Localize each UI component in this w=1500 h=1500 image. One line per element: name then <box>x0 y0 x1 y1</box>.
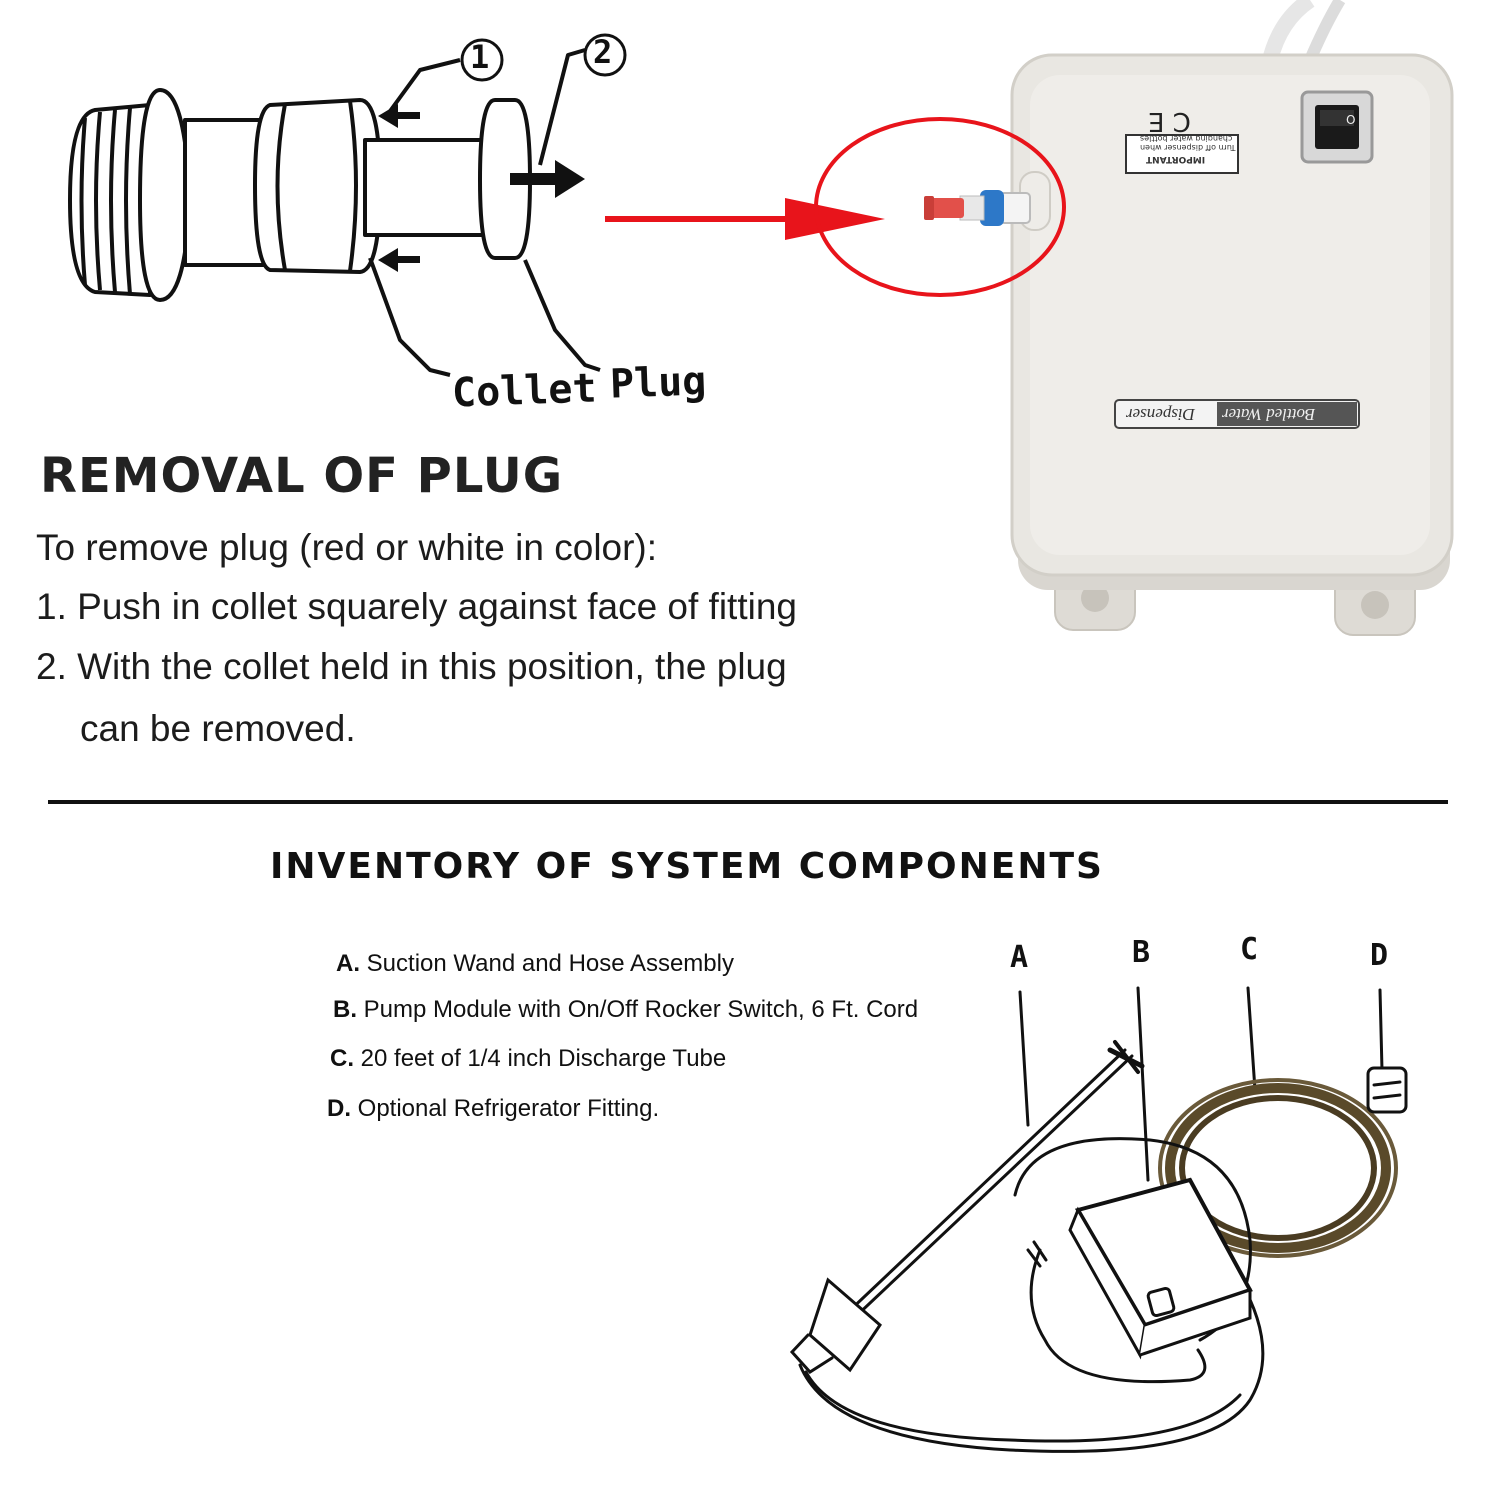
inventory-item-a: A. Suction Wand and Hose Assembly <box>336 950 734 978</box>
warning-title: IMPORTANT <box>1146 154 1206 164</box>
removal-step-2-continued: can be removed. <box>80 708 356 749</box>
inventory-letter-a: A. <box>336 950 360 977</box>
component-letter-b: B <box>1132 935 1151 970</box>
inventory-item-d: D. Optional Refrigerator Fitting. <box>327 1095 659 1123</box>
fitting-diagram <box>68 33 627 377</box>
components-illustration <box>789 986 1408 1453</box>
brand-label-bottled-water: Bottled Water <box>1222 405 1316 424</box>
component-letter-a: A <box>1010 940 1029 975</box>
pump-module-photo <box>814 0 1454 636</box>
callout-number-1: 1 <box>470 38 490 76</box>
collet-label: Collet <box>451 365 598 417</box>
warning-line-1: Turn off dispenser when <box>1140 143 1236 152</box>
ce-mark: C E <box>1148 106 1191 136</box>
inventory-text-c: 20 feet of 1/4 inch Discharge Tube <box>354 1045 727 1072</box>
removal-heading: REMOVAL OF PLUG <box>40 448 564 504</box>
inventory-text-b: Pump Module with On/Off Rocker Switch, 6… <box>357 996 919 1023</box>
inventory-heading: INVENTORY OF SYSTEM COMPONENTS <box>270 846 1104 887</box>
inventory-item-c: C. 20 feet of 1/4 inch Discharge Tube <box>330 1045 726 1073</box>
inventory-item-b: B. Pump Module with On/Off Rocker Switch… <box>333 996 918 1024</box>
red-pointer-arrow <box>605 198 885 240</box>
inventory-letter-b: B. <box>333 996 357 1023</box>
callout-number-2: 2 <box>593 33 613 71</box>
inventory-letter-d: D. <box>327 1095 351 1122</box>
warning-line-2: changing water bottles <box>1140 134 1233 143</box>
removal-step-1: 1. Push in collet squarely against face … <box>36 586 797 627</box>
component-letter-d: D <box>1370 938 1389 973</box>
inventory-text-d: Optional Refrigerator Fitting. <box>351 1095 660 1122</box>
brand-label-dispenser: Dispenser <box>1126 405 1195 424</box>
component-letter-c: C <box>1240 932 1259 967</box>
inventory-text-a: Suction Wand and Hose Assembly <box>360 950 734 977</box>
removal-intro: To remove plug (red or white in color): <box>36 527 658 568</box>
removal-step-2: 2. With the collet held in this position… <box>36 646 787 687</box>
section-divider <box>48 800 1448 804</box>
inventory-letter-c: C. <box>330 1045 354 1072</box>
plug-label: Plug <box>609 358 708 408</box>
switch-off-symbol: O <box>1346 112 1356 126</box>
